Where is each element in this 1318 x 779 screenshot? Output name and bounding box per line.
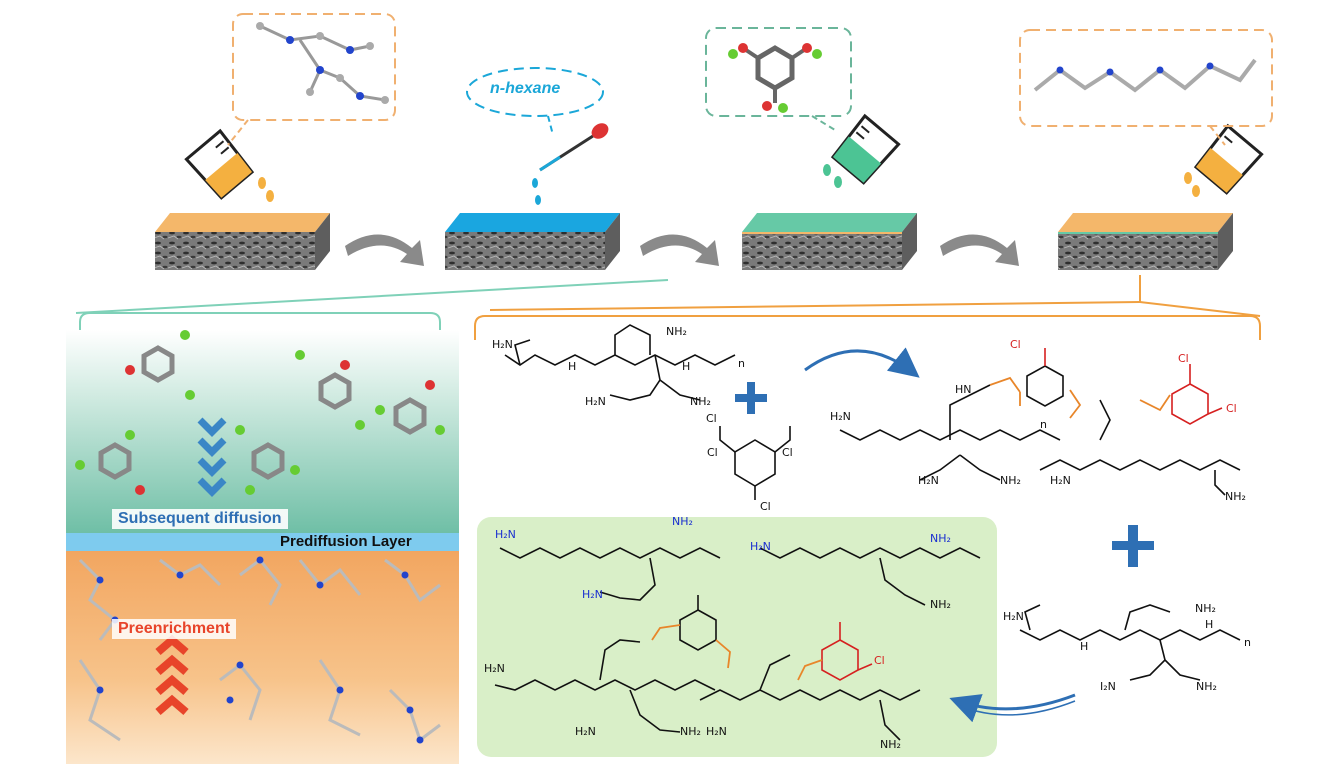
chem-label-h2n-2: H₂N: [585, 395, 606, 408]
bubble-tmc: [705, 27, 852, 117]
chem-label-n-sub: n: [738, 357, 745, 370]
chem-label-nh2: NH₂: [666, 325, 687, 338]
substrate-1: [155, 213, 330, 270]
orange-bracket: [474, 315, 1261, 340]
reaction-arrow-2: [949, 693, 1076, 723]
reaction-arrow-1: [804, 347, 920, 378]
chem-label-nh2-2: NH₂: [690, 395, 711, 408]
chem-label-nh2-3: NH₂: [1000, 474, 1021, 487]
chem-label-h2n-7: H₂N: [575, 725, 596, 738]
pei-structure-reactant-2: [1019, 604, 1241, 681]
bubble-pei: [232, 13, 396, 121]
diffusion-zone: [66, 330, 459, 533]
polymer-molecule-top: [1033, 58, 1257, 93]
chem-label-hn: HN: [955, 383, 972, 396]
substrate-4: [1058, 213, 1233, 270]
chem-label-cl-red-3: Cl: [1226, 402, 1237, 415]
chem-label-nh2-9: NH₂: [1196, 680, 1217, 693]
chem-label-h: H: [568, 360, 577, 373]
chem-label-h2n-9: H₂N: [1003, 610, 1024, 623]
bubble-polymer: [1019, 29, 1273, 127]
chem-label-nh2-4: NH₂: [1225, 490, 1246, 503]
chem-label-nh2-7: NH₂: [880, 738, 901, 751]
chem-label-h2n-3: H₂N: [830, 410, 851, 423]
process-arrow-3: [940, 234, 1019, 266]
product-panel: [477, 517, 997, 757]
preenrichment-label: Preenrichment: [112, 619, 237, 639]
pei-molecule-top: [256, 22, 389, 104]
process-arrow-1: [345, 234, 424, 266]
chem-label-h2n-5: H₂N: [1050, 474, 1071, 487]
chem-label-h2n: H₂N: [492, 338, 513, 351]
chem-label-cl-red: Cl: [1010, 338, 1021, 351]
chem-label-i2n: I₂N: [1100, 680, 1116, 693]
prediffusion-layer-band: [66, 533, 459, 551]
intermediate-amide-orange: [989, 376, 1171, 419]
chem-label-cl-red-2: Cl: [1178, 352, 1189, 365]
chem-label-h2n-blue-2: H₂N: [582, 588, 603, 601]
chem-label-cl: Cl: [706, 412, 717, 425]
chem-label-nh2-blue-2: NH₂: [930, 532, 951, 545]
chem-label-h-4: H: [1205, 618, 1214, 631]
chem-label-h2n-6: H₂N: [484, 662, 505, 675]
product-structure: [494, 547, 981, 741]
preenrichment-chevrons-icon: [155, 634, 189, 716]
chem-label-nh2-8: NH₂: [1195, 602, 1216, 615]
plus-icon-2: [1112, 525, 1154, 567]
tmc-structure: [719, 426, 791, 500]
preenrichment-zone: [66, 551, 459, 764]
chem-label-nh2-6: NH₂: [680, 725, 701, 738]
chem-label-h-3: H: [1080, 640, 1089, 653]
chem-label-cl-3: Cl: [707, 446, 718, 459]
intermediate-structure: [839, 384, 1241, 496]
chem-label-h2n-4: H₂N: [918, 474, 939, 487]
beaker-green-icon: [830, 113, 901, 185]
teal-bracket: [79, 312, 441, 335]
prediffusion-layer-label: Prediffusion Layer: [280, 533, 412, 550]
chem-label-h2n-blue: H₂N: [495, 528, 516, 541]
bubble-hexane: [466, 67, 604, 117]
pei-molecules-preenriched: [78, 557, 441, 743]
chem-label-nh2-blue: NH₂: [672, 515, 693, 528]
chem-label-cl-4: Cl: [760, 500, 771, 513]
chem-label-h2n-8: H₂N: [706, 725, 727, 738]
tmc-molecules-diffusing: [98, 345, 427, 480]
chem-label-n-sub-3: n: [1244, 636, 1251, 649]
beaker-orange-icon: [184, 128, 255, 200]
process-arrow-2: [640, 234, 719, 266]
solvent-label: n-hexane: [490, 80, 561, 97]
chem-label-cl-red-4: Cl: [874, 654, 885, 667]
beaker-orange-icon-2: [1193, 123, 1264, 195]
chem-label-h2n-blue-3: H₂N: [750, 540, 771, 553]
subsequent-diffusion-label: Subsequent diffusion: [112, 509, 288, 529]
tmc-molecule-top: [728, 43, 822, 113]
dropper-icon: [539, 123, 609, 172]
chem-label-cl-2: Cl: [782, 446, 793, 459]
pei-structure-reactant: [504, 324, 736, 401]
chem-label-n-sub-2: n: [1040, 418, 1047, 431]
substrate-2: [445, 213, 620, 270]
substrate-3: [742, 213, 917, 270]
chem-label-h-2: H: [682, 360, 691, 373]
plus-icon: [735, 382, 767, 414]
diffusion-chevrons-icon: [197, 417, 227, 497]
chem-label-nh2-5: NH₂: [930, 598, 951, 611]
